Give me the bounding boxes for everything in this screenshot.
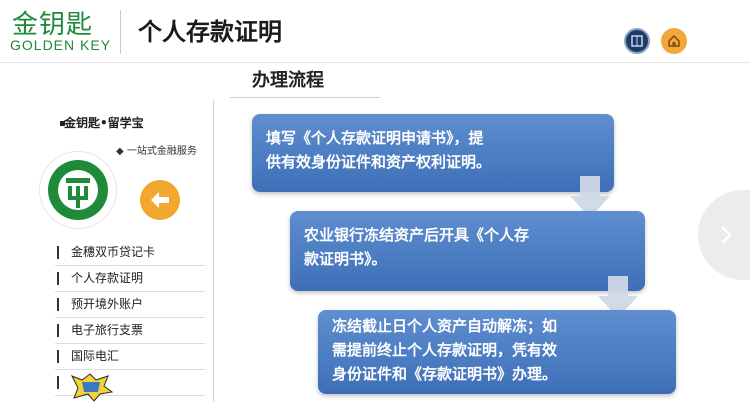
- sidebar: 金钥匙•留学宝 ◆ 一站式金融服务 金穗双币贷记卡 个人存款证明 预开境外账户 …: [0, 100, 215, 402]
- home-icon[interactable]: [661, 28, 687, 54]
- step-3-line-1: 冻结截止日个人资产自动解冻；如: [332, 317, 558, 335]
- sidebar-item-credit-card[interactable]: 金穗双币贷记卡: [55, 240, 205, 266]
- page-title: 个人存款证明: [138, 18, 282, 46]
- section-title: 办理流程: [252, 70, 324, 91]
- down-arrow-icon: [598, 276, 638, 318]
- brand-bullet: [60, 121, 65, 126]
- step-2-line-2: 款证明书》。: [304, 250, 387, 268]
- logo-chinese: 金钥匙: [12, 10, 94, 40]
- bank-logo: [40, 152, 116, 228]
- tagline: ◆ 一站式金融服务: [116, 146, 197, 157]
- book-icon[interactable]: [624, 28, 650, 54]
- wow-sticker: [68, 372, 114, 402]
- sidebar-divider: [213, 100, 214, 402]
- step-1-line-1: 填写《个人存款证明申请书》，提: [266, 129, 484, 147]
- process-step-3: 冻结截止日个人资产自动解冻；如 需提前终止个人存款证明，凭有效 身份证件和《存款…: [318, 310, 676, 394]
- logo-english: GOLDEN KEY: [10, 37, 112, 53]
- next-slide-button[interactable]: [698, 190, 750, 280]
- sidebar-menu: 金穗双币贷记卡 个人存款证明 预开境外账户 电子旅行支票 国际电汇: [55, 240, 205, 396]
- sidebar-item-more[interactable]: [55, 370, 205, 396]
- section-underline: [230, 97, 380, 98]
- sidebar-item-overseas-account[interactable]: 预开境外账户: [55, 292, 205, 318]
- back-button[interactable]: [140, 180, 180, 220]
- step-2-line-1: 农业银行冻结资产后开具《个人存: [304, 226, 530, 244]
- process-step-1: 填写《个人存款证明申请书》，提 供有效身份证件和资产权利证明。: [252, 114, 614, 192]
- logo-divider: [120, 10, 121, 54]
- process-step-2: 农业银行冻结资产后开具《个人存 款证明书》。: [290, 211, 645, 291]
- sidebar-item-deposit-certificate[interactable]: 个人存款证明: [55, 266, 205, 292]
- sidebar-item-wire-transfer[interactable]: 国际电汇: [55, 344, 205, 370]
- step-1-line-2: 供有效身份证件和资产权利证明。: [266, 153, 492, 171]
- brand-name: 金钥匙•留学宝: [64, 116, 144, 130]
- header-divider: [0, 62, 750, 63]
- step-3-line-3: 身份证件和《存款证明书》办理。: [332, 365, 558, 383]
- step-3-line-2: 需提前终止个人存款证明，凭有效: [332, 341, 558, 359]
- header: 金钥匙 GOLDEN KEY 个人存款证明: [0, 0, 750, 62]
- chevron-right-icon: [721, 226, 732, 244]
- sidebar-item-travel-cheque[interactable]: 电子旅行支票: [55, 318, 205, 344]
- down-arrow-icon: [570, 176, 610, 218]
- arrow-left-icon: [151, 192, 169, 208]
